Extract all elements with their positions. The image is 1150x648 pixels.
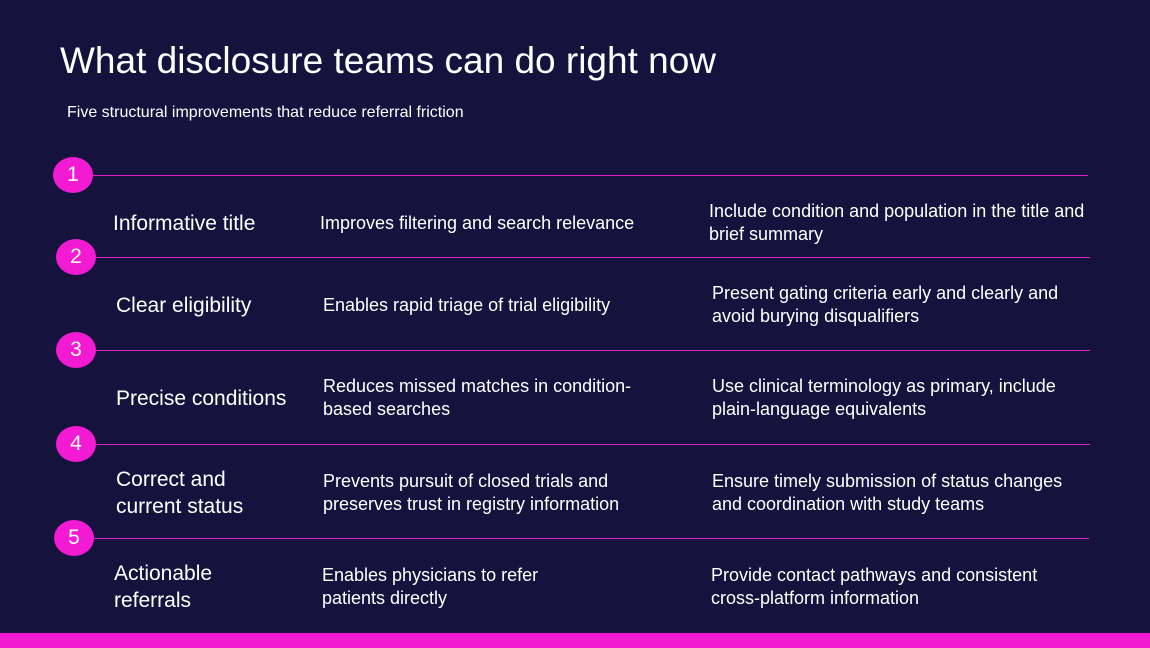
step-number-badge: 4 <box>56 426 96 462</box>
improvement-name: Informative title <box>113 211 256 235</box>
row-divider <box>88 444 1090 445</box>
improvement-name: Precise conditions <box>116 386 287 410</box>
improvement-benefit: Prevents pursuit of closed trials and pr… <box>323 471 620 514</box>
improvement-row: Clear eligibility Enables rapid triage o… <box>0 270 1150 340</box>
step-number-badge: 5 <box>54 520 94 556</box>
improvement-name: Actionable referrals <box>114 562 213 612</box>
row-divider <box>85 175 1088 176</box>
improvement-action: Present gating criteria early and clearl… <box>712 283 1059 326</box>
row-divider <box>88 257 1090 258</box>
row-divider <box>88 350 1090 351</box>
slide-subtitle: Five structural improvements that reduce… <box>67 104 464 121</box>
improvement-name: Clear eligibility <box>116 293 252 317</box>
improvement-benefit: Enables rapid triage of trial eligibilit… <box>323 294 611 315</box>
improvement-name: Correct and current status <box>116 468 244 518</box>
improvement-action: Provide contact pathways and consistent … <box>711 565 1038 608</box>
improvement-action: Include condition and population in the … <box>709 201 1085 244</box>
step-number-badge: 2 <box>56 239 96 275</box>
improvement-benefit: Reduces missed matches in condition-base… <box>323 376 632 419</box>
improvement-action: Use clinical terminology as primary, inc… <box>712 376 1056 419</box>
improvement-row: Actionable referrals Enables physicians … <box>0 552 1150 622</box>
step-number-badge: 1 <box>53 157 93 193</box>
improvement-row: Informative title Improves filtering and… <box>0 190 1150 256</box>
slide-title: What disclosure teams can do right now <box>60 40 717 81</box>
row-divider <box>86 538 1089 539</box>
improvement-action: Ensure timely submission of status chang… <box>712 471 1063 514</box>
step-number-badge: 3 <box>56 332 96 368</box>
improvement-benefit: Improves filtering and search relevance <box>320 212 635 233</box>
accent-bottom-bar <box>0 633 1150 648</box>
improvement-row: Precise conditions Reduces missed matche… <box>0 363 1150 433</box>
improvement-benefit: Enables physicians to refer patients dir… <box>322 565 539 608</box>
improvement-row: Correct and current status Prevents purs… <box>0 458 1150 528</box>
